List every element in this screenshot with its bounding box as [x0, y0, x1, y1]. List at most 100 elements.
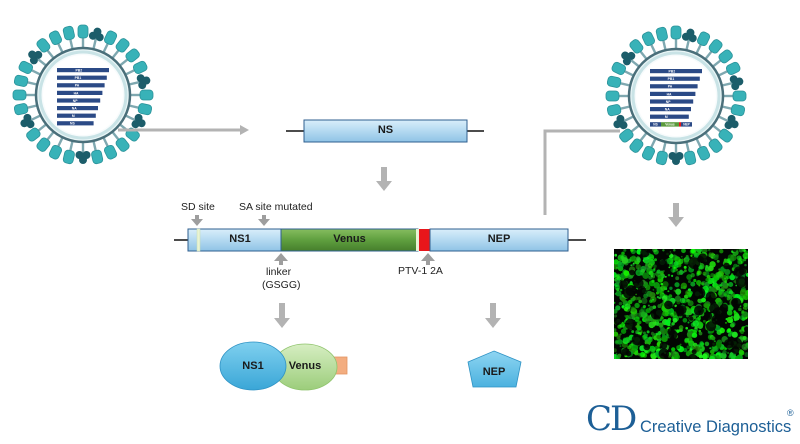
- fluorescent-cell: [661, 295, 668, 302]
- neuraminidase-spike: [716, 114, 739, 130]
- fluorescent-cell: [713, 340, 716, 343]
- hemagglutinin-spike: [18, 60, 43, 77]
- fluorescent-cell: [669, 255, 671, 258]
- fluorescent-cell: [687, 279, 692, 284]
- fluorescent-cell: [621, 257, 629, 264]
- genome-segment-label: HA: [74, 91, 79, 95]
- fluorescent-cell: [667, 273, 671, 277]
- hemagglutinin-spike: [722, 90, 747, 102]
- dark-region: [731, 346, 740, 354]
- fluorescent-cell: [672, 317, 678, 323]
- fluorescent-cell: [630, 264, 633, 267]
- dark-region: [631, 334, 643, 346]
- down-arrow-construct: [376, 167, 392, 191]
- ns-gene-box: [303, 119, 468, 143]
- fluorescent-cell: [686, 314, 689, 318]
- fluorescent-cell: [681, 258, 684, 261]
- registered-mark: ®: [787, 408, 794, 418]
- fluorescent-cell: [729, 320, 733, 323]
- fluorescent-cell: [654, 258, 657, 262]
- fluorescent-cell: [727, 332, 732, 337]
- fluorescent-cell: [673, 266, 676, 269]
- fluorescent-cell: [648, 270, 654, 276]
- genome-segment-label: M: [665, 115, 668, 119]
- fluorescent-cell: [722, 350, 727, 355]
- nep-protein-label: NEP: [482, 366, 506, 378]
- genome-segment: [57, 68, 109, 73]
- fluorescent-cell: [662, 281, 669, 288]
- fluorescent-cell: [687, 332, 694, 339]
- fluorescent-cell: [676, 271, 681, 276]
- fluorescent-cell: [726, 310, 733, 316]
- hemagglutinin-spike: [605, 90, 630, 102]
- fluorescent-cell: [683, 347, 688, 353]
- fluorescent-cell: [614, 314, 618, 318]
- connector-arrowhead-left: [240, 125, 249, 135]
- fluorescent-cell: [662, 249, 665, 252]
- ns-gene-label: NS: [377, 124, 394, 136]
- fluorescent-cell: [676, 292, 680, 296]
- fluorescent-cell: [704, 341, 710, 347]
- dark-region: [619, 280, 628, 289]
- fluorescent-cell: [723, 293, 727, 297]
- fluorescent-cell: [662, 310, 669, 317]
- hemagglutinin-spike: [629, 131, 649, 153]
- fluorescent-cell: [701, 282, 705, 286]
- hemagglutinin-spike: [13, 103, 39, 116]
- fluorescent-cell: [687, 300, 694, 307]
- fluorescent-cell: [634, 296, 639, 301]
- dark-region: [719, 303, 729, 313]
- fluorescent-cell: [696, 279, 702, 286]
- fluorescent-cell: [621, 251, 625, 256]
- dark-region: [744, 319, 748, 325]
- fluorescent-cell: [637, 352, 641, 356]
- fluorescent-cell: [630, 306, 636, 312]
- fluorescent-cell: [632, 262, 635, 265]
- fluorescent-cell: [682, 317, 688, 323]
- fluorescent-cell: [728, 281, 734, 288]
- hemagglutinin-spike: [101, 135, 118, 160]
- fluorescent-cell: [717, 301, 722, 306]
- construct-ns1-label: NS1: [229, 233, 251, 245]
- dark-region: [723, 262, 730, 270]
- hemagglutinin-spike: [62, 25, 75, 51]
- hemagglutinin-spike: [694, 136, 711, 161]
- fluorescent-cell: [645, 333, 648, 337]
- fluorescent-cell: [741, 310, 745, 314]
- hemagglutinin-spike: [711, 123, 733, 143]
- fluorescent-cell: [614, 328, 617, 332]
- company-logo-monogram: CD: [586, 399, 637, 439]
- fluorescent-cell: [678, 325, 684, 330]
- fluorescent-cell: [671, 274, 674, 277]
- hemagglutinin-spike: [127, 103, 153, 116]
- neuraminidase-spike: [28, 50, 48, 68]
- fluorescent-cell: [639, 272, 644, 276]
- genome-segment-label: PB1: [668, 77, 675, 81]
- fluorescent-cell: [713, 254, 719, 261]
- company-logo-name: Creative Diagnostics: [640, 418, 792, 436]
- genome-segment: [57, 121, 94, 126]
- fluorescent-cell: [744, 352, 748, 358]
- genome-segment: [650, 76, 700, 81]
- ptv-2a-marker: [419, 229, 430, 251]
- fluorescent-cell: [621, 297, 626, 303]
- genome-segment: [650, 69, 702, 74]
- fluorescent-cell: [685, 326, 689, 330]
- fluorescent-cell: [649, 264, 651, 267]
- fluorescent-cell: [702, 319, 706, 323]
- hemagglutinin-spike: [48, 30, 65, 55]
- fluorescent-cell: [628, 313, 635, 320]
- fluorescent-cell: [652, 249, 658, 253]
- fluorescent-cell: [703, 303, 709, 308]
- fluorescent-cell: [630, 249, 634, 252]
- dark-region: [732, 249, 737, 252]
- fluorescent-cell: [658, 322, 664, 328]
- fluorescent-cell: [680, 255, 683, 258]
- fluorescent-cell: [637, 267, 640, 270]
- genome-segment-label: PB2: [76, 69, 83, 73]
- neuraminidase-spike: [613, 114, 636, 130]
- fluorescent-cell: [676, 300, 681, 305]
- fluorescent-cell: [686, 345, 691, 350]
- fluorescent-cell: [614, 348, 617, 353]
- dark-region: [614, 316, 623, 325]
